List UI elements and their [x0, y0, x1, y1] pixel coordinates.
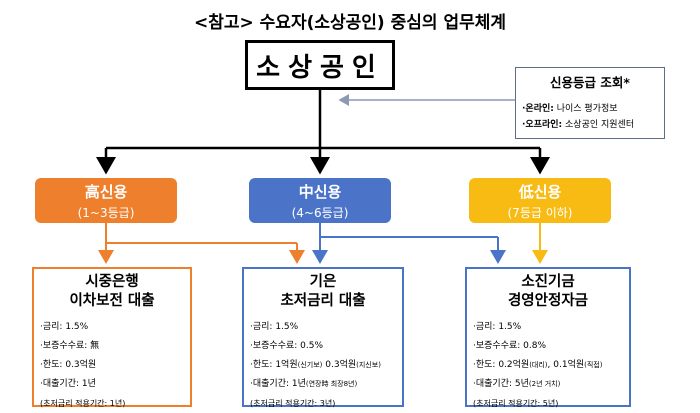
tier-range: (4~6등급) — [291, 205, 349, 220]
product-fee: ·보증수수료: 0.5% — [250, 341, 324, 351]
product-lowrate-period: (초저금리 적용기간: 1년) — [40, 399, 126, 408]
product-lowrate-period: (초저금리 적용기간: 5년) — [473, 399, 559, 408]
product-limit: ·한도: 0.2억원(대리), 0.1억원(직접) — [473, 359, 623, 372]
tier-name: 低신용 — [518, 182, 562, 201]
small-business-owner-box: 소상공인 — [245, 40, 395, 90]
limit-main: ·한도: 0.2억원 — [473, 360, 530, 370]
product-lowrate-period: (초저금리 적용기간: 3년) — [250, 399, 336, 408]
credit-offline-line: ·오프라인: 소상공인 지원센터 — [522, 117, 658, 130]
period-note: (연장時 최장8년) — [305, 380, 358, 388]
limit-mid: , 0.1억원 — [547, 360, 585, 370]
product-fee: ·보증수수료: 無 — [40, 341, 100, 351]
mid-credit-arrows — [312, 223, 506, 264]
product-title: 소진기금 경영안정자금 — [507, 274, 589, 309]
product-limit: ·한도: 1억원(신기보) 0.3억원(지신보) — [250, 359, 396, 372]
limit-main: ·한도: 0.3억원 — [40, 360, 97, 370]
product-rate: ·금리: 1.5% — [40, 322, 89, 332]
limit-main: ·한도: 1억원 — [250, 360, 298, 370]
product-commercial-bank-loan: 시중은행 이차보전 대출 ·금리: 1.5% ·보증수수료: 無 ·한도: 0.… — [32, 267, 192, 408]
tier-name: 高신용 — [84, 182, 128, 201]
high-credit-arrows — [98, 223, 305, 264]
product-period: ·대출기간: 1년 — [40, 378, 184, 391]
tier-range: (7등급 이하) — [507, 205, 573, 220]
product-fee: ·보증수수료: 0.8% — [473, 341, 547, 351]
top-to-tiers-arrows — [96, 90, 550, 175]
product-limit: ·한도: 0.3억원 — [40, 359, 184, 372]
credit-offline-value: 소상공인 지원센터 — [565, 120, 635, 130]
product-rate: ·금리: 1.5% — [473, 322, 522, 332]
limit-mid: 0.3억원 — [322, 360, 357, 370]
product-period: ·대출기간: 5년(2년 거치) — [473, 378, 623, 391]
limit-note-2: (직접) — [584, 361, 603, 369]
limit-note-2: (지신보) — [356, 361, 381, 369]
product-rate: ·금리: 1.5% — [250, 322, 299, 332]
tier-name: 中신용 — [298, 182, 342, 201]
tier-low-credit: 低신용 (7등급 이하) — [469, 178, 611, 223]
page-title: <참고> 수요자(소상공인) 중심의 업무체계 — [193, 13, 507, 33]
period-note: (2년 거치) — [528, 380, 561, 388]
product-ibk-low-rate-loan: 기은 초저금리 대출 ·금리: 1.5% ·보증수수료: 0.5% ·한도: 1… — [242, 267, 404, 408]
product-period: ·대출기간: 1년(연장時 최장8년) — [250, 378, 396, 391]
credit-online-value: 나이스 평가정보 — [556, 104, 618, 114]
credit-check-box: 신용등급 조회* ·온라인: 나이스 평가정보 ·오프라인: 소상공인 지원센터 — [515, 67, 665, 139]
credit-offline-label: ·오프라인: — [522, 120, 563, 130]
credit-online-line: ·온라인: 나이스 평가정보 — [522, 101, 658, 114]
credit-check-title: 신용등급 조회* — [550, 75, 630, 90]
limit-note-1: (대리) — [529, 361, 548, 369]
tier-range: (1~3등급) — [77, 205, 135, 220]
credit-online-label: ·온라인: — [522, 104, 554, 114]
period-main: ·대출기간: 1년 — [40, 379, 96, 389]
product-title: 시중은행 이차보전 대출 — [69, 274, 155, 309]
tier-mid-credit: 中신용 (4~6등급) — [249, 178, 391, 223]
period-main: ·대출기간: 1년 — [250, 379, 306, 389]
product-semas-fund: 소진기금 경영안정자금 ·금리: 1.5% ·보증수수료: 0.8% ·한도: … — [465, 267, 631, 408]
period-main: ·대출기간: 5년 — [473, 379, 529, 389]
tier-high-credit: 高신용 (1~3등급) — [35, 178, 177, 223]
limit-note-1: (신기보) — [297, 361, 323, 369]
product-title: 기은 초저금리 대출 — [280, 274, 366, 309]
